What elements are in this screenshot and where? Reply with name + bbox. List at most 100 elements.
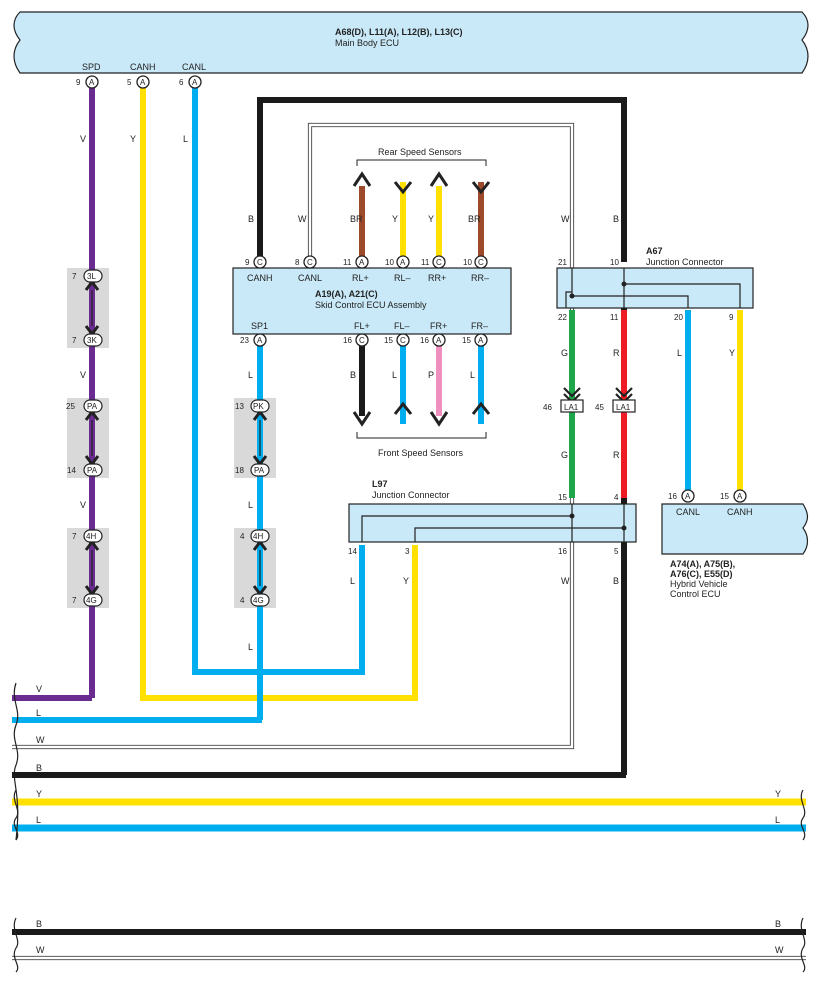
la1-connectors xyxy=(560,387,636,498)
wire-code-fl-plus: B xyxy=(350,370,356,380)
skid-top-conn-4: C xyxy=(436,258,442,267)
l97-top-num-0: 15 xyxy=(558,493,567,502)
bus-lines xyxy=(12,122,806,961)
j-spd-code-0: 3L xyxy=(87,272,96,281)
skid-bot-conn-1: C xyxy=(359,336,365,345)
skid-top-label-5: RR– xyxy=(471,273,489,283)
pin-spd-num: 9 xyxy=(76,78,81,87)
spd-wire xyxy=(67,88,109,698)
a67-bot-num-3: 9 xyxy=(729,313,734,322)
bus-label-y-right: Y xyxy=(775,789,781,799)
skid-bot-label-1: FL+ xyxy=(354,321,370,331)
l97-junction-connector xyxy=(348,503,637,543)
wire-code-l97-b: B xyxy=(613,576,619,586)
wire-code-a67-g: G xyxy=(561,348,568,358)
skid-top-num-2: 11 xyxy=(343,258,352,267)
a67-junction-connector xyxy=(556,267,754,490)
main-ecu-name: Main Body ECU xyxy=(335,38,399,48)
skid-bot-label-4: FR– xyxy=(471,321,488,331)
bus-label-b-lower-right: B xyxy=(775,919,781,929)
skid-code: A19(A), A21(C) xyxy=(315,289,378,299)
j-spd-num-1: 7 xyxy=(72,336,77,345)
a67-code: A67 xyxy=(646,246,663,256)
wire-code-r-lower: R xyxy=(613,450,620,460)
wire-code-rr-plus: Y xyxy=(428,214,434,224)
a67-bot-num-2: 20 xyxy=(674,313,683,322)
j-spd-num-0: 7 xyxy=(72,272,77,281)
j-spd-code-2: PA xyxy=(87,402,98,411)
wire-code-rl-plus: BR xyxy=(350,214,363,224)
wire-code-sp1: L xyxy=(248,370,253,380)
j-spd-num-5: 7 xyxy=(72,596,77,605)
wire-code-spd: V xyxy=(80,134,86,144)
skid-top-conn-0: C xyxy=(257,258,263,267)
l97-code: L97 xyxy=(372,479,388,489)
pin-canl-label: CANL xyxy=(182,62,206,72)
pin-canl-conn: A xyxy=(192,78,198,87)
j-spd-num-4: 7 xyxy=(72,532,77,541)
bus-label-w: W xyxy=(36,735,45,745)
hybrid-name-1: Hybrid Vehicle xyxy=(670,579,728,589)
skid-name: Skid Control ECU Assembly xyxy=(315,300,427,310)
canh-wire xyxy=(140,88,418,701)
a67-top-num-0: 21 xyxy=(558,258,567,267)
bus-break-marks xyxy=(13,682,806,973)
skid-bot-label-0: SP1 xyxy=(251,321,268,331)
wire-code-skid-b: B xyxy=(248,214,254,224)
wire-code-l97-w: W xyxy=(561,576,570,586)
skid-bot-conn-2: C xyxy=(400,336,406,345)
j-spd-num-3: 14 xyxy=(67,466,76,475)
a67-bot-num-0: 22 xyxy=(558,313,567,322)
bus-label-l-left: L xyxy=(36,815,41,825)
skid-canh-b-wire xyxy=(257,97,627,262)
skid-bot-conn-0: A xyxy=(257,336,263,345)
bus-label-l-right: L xyxy=(775,815,780,825)
j-sp1-num-1: 18 xyxy=(235,466,244,475)
wire-code-spd-3: V xyxy=(80,500,86,510)
a67-name: Junction Connector xyxy=(646,257,724,267)
skid-bot-label-3: FR+ xyxy=(430,321,447,331)
skid-top-num-5: 10 xyxy=(463,258,472,267)
skid-bot-num-2: 15 xyxy=(384,336,393,345)
skid-top-label-1: CANL xyxy=(298,273,322,283)
wire-code-g-lower: G xyxy=(561,450,568,460)
hybrid-pin-num-0: 16 xyxy=(668,492,677,501)
skid-top-conn-1: C xyxy=(307,258,313,267)
pin-canh-conn: A xyxy=(140,78,146,87)
l97-top-num-1: 4 xyxy=(614,493,619,502)
wire-code-rl-minus: Y xyxy=(392,214,398,224)
j-spd-code-5: 4G xyxy=(86,596,97,605)
skid-top-conn-5: C xyxy=(478,258,484,267)
j-sp1-code-1: PA xyxy=(254,466,265,475)
la1-code-1: LA1 xyxy=(616,403,631,412)
wire-code-l97-l: L xyxy=(350,576,355,586)
hybrid-pin-conn-0: A xyxy=(685,492,691,501)
j-spd-code-1: 3K xyxy=(87,336,97,345)
wire-code-canl: L xyxy=(183,134,188,144)
skid-top-label-3: RL– xyxy=(394,273,411,283)
wire-code-a67-l: L xyxy=(677,348,682,358)
la1-num-0: 46 xyxy=(543,403,552,412)
wire-code-a67-b: B xyxy=(613,214,619,224)
skid-bot-num-0: 23 xyxy=(240,336,249,345)
skid-bot-num-3: 16 xyxy=(420,336,429,345)
bus-label-v: V xyxy=(36,684,42,694)
skid-bot-num-4: 15 xyxy=(462,336,471,345)
skid-bottom-pins xyxy=(253,333,488,347)
skid-top-label-2: RL+ xyxy=(352,273,369,283)
rear-sensors-label: Rear Speed Sensors xyxy=(378,147,462,157)
wire-code-fr-plus: P xyxy=(428,370,434,380)
skid-top-num-0: 9 xyxy=(245,258,250,267)
j-sp1-code-0: PK xyxy=(253,402,264,411)
l97-bot-num-1: 3 xyxy=(405,547,410,556)
bus-label-b-lower-left: B xyxy=(36,919,42,929)
bus-label-w-lower-left: W xyxy=(36,945,45,955)
skid-top-num-3: 10 xyxy=(385,258,394,267)
wire-code-fl-minus: L xyxy=(392,370,397,380)
skid-top-conn-2: A xyxy=(359,258,365,267)
a67-top-num-1: 10 xyxy=(610,258,619,267)
la1-num-1: 45 xyxy=(595,403,604,412)
pin-spd-label: SPD xyxy=(82,62,101,72)
